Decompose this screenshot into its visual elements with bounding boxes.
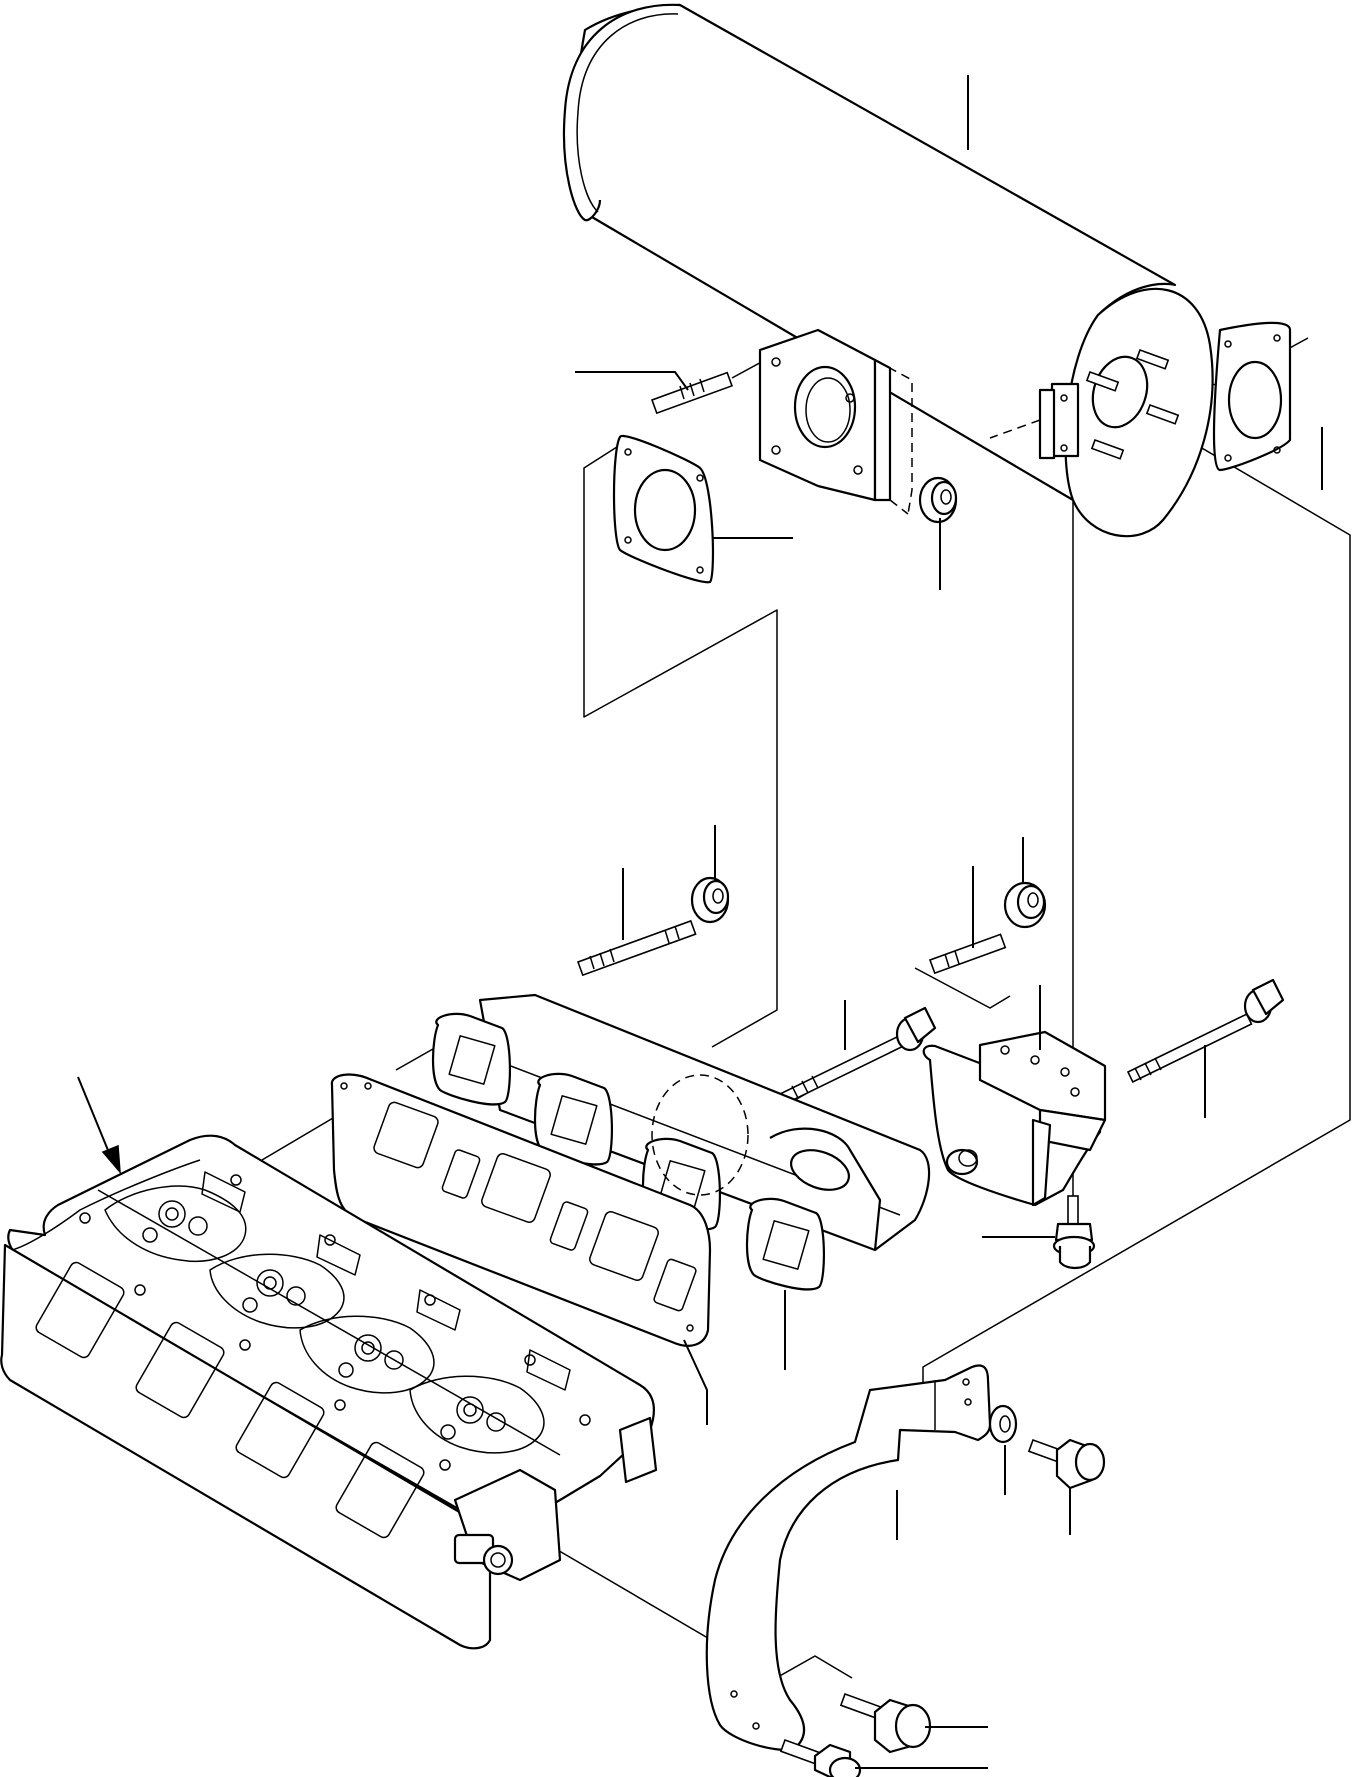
arrow-shaft bbox=[77, 1076, 113, 1161]
manifold-gasket-port-4 bbox=[549, 1201, 589, 1251]
muffler-outlet-studs bbox=[1085, 348, 1180, 460]
manifold-outlet-flange bbox=[651, 1074, 882, 1251]
support-strap bbox=[705, 1364, 992, 1751]
bracket-boss bbox=[945, 1148, 979, 1176]
outlet-gasket bbox=[1212, 321, 1292, 472]
arrow-head-icon bbox=[101, 1144, 121, 1175]
assembly-line-inlet-to-manifold bbox=[583, 444, 778, 1048]
manifold-gasket-port-3 bbox=[481, 1153, 551, 1223]
assembly-line-bracket-studs bbox=[914, 967, 1011, 1009]
cylinder-head-rocker-bosses bbox=[201, 1171, 571, 1391]
strap-bolt-lower-1 bbox=[839, 1692, 932, 1754]
washer bbox=[988, 1404, 1018, 1444]
leader-manifold-gasket bbox=[683, 1339, 708, 1425]
nut-left bbox=[690, 876, 730, 924]
manifold-gasket-port-1 bbox=[373, 1101, 439, 1169]
manifold-port-flange-1 bbox=[431, 1012, 511, 1106]
muffler bbox=[563, 3, 1214, 538]
leader-stud-upper bbox=[575, 371, 689, 391]
exhaust-manifold bbox=[431, 993, 931, 1291]
flange-nut-upper bbox=[918, 476, 958, 524]
cylinder-head bbox=[0, 1134, 658, 1650]
strap-bolt-lower-2 bbox=[779, 1738, 862, 1777]
manifold-gasket bbox=[330, 1073, 712, 1347]
muffler-bracket bbox=[922, 1030, 1107, 1207]
cylinder-head-valve-ports bbox=[104, 1185, 545, 1454]
stud-right bbox=[928, 933, 1007, 975]
bracket-bolt-long bbox=[1126, 978, 1285, 1083]
manifold-gasket-port-2 bbox=[441, 1149, 481, 1199]
bracket-small-bolt bbox=[1052, 1195, 1096, 1270]
strap-bolt-upper bbox=[1027, 1438, 1106, 1490]
manifold-gasket-port-5 bbox=[589, 1211, 659, 1281]
nut-right bbox=[1003, 881, 1047, 929]
cylinder-head-valve-seats bbox=[142, 1200, 506, 1440]
muffler-bracket-tab bbox=[1050, 382, 1080, 458]
callout-leaders bbox=[575, 75, 1323, 1769]
cylinder-head-thermostat-housing bbox=[453, 1416, 658, 1582]
cylinder-head-arrow bbox=[77, 1076, 121, 1175]
manifold-gasket-port-6 bbox=[653, 1258, 697, 1312]
cylinder-head-exhaust-face bbox=[0, 1243, 492, 1650]
muffler-inlet-flange bbox=[758, 328, 913, 515]
manifold-port-flange-2 bbox=[533, 1072, 613, 1166]
stud-left bbox=[576, 919, 697, 977]
manifold-port-flange-4 bbox=[745, 1197, 825, 1291]
assembly-line-muffler-to-bracket bbox=[922, 399, 1351, 1383]
inlet-gasket bbox=[612, 434, 715, 584]
stud-upper bbox=[650, 371, 733, 415]
cylinder-head-exhaust-ports bbox=[35, 1261, 425, 1539]
manifold-bolt bbox=[778, 1006, 937, 1105]
